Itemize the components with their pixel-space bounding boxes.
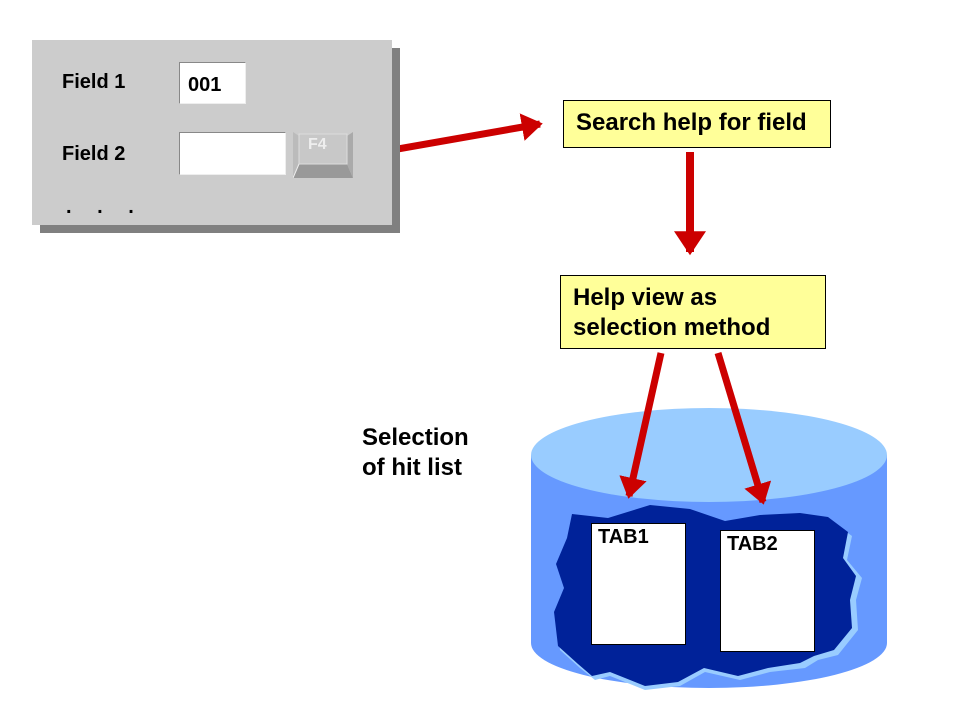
hit-list-line2: of hit list bbox=[362, 454, 462, 481]
keycap-icon bbox=[293, 132, 353, 178]
field2-label: Field 2 bbox=[62, 143, 126, 165]
database-cylinder bbox=[531, 408, 887, 690]
field1-label: Field 1 bbox=[62, 71, 126, 93]
search-help-label: Search help for field bbox=[576, 109, 807, 136]
more-fields-indicator: . . . bbox=[66, 196, 144, 218]
help-view-line1: Help view as bbox=[573, 284, 718, 311]
f4-key-label: F4 bbox=[308, 136, 327, 153]
table-tab2: TAB2 bbox=[720, 530, 815, 652]
help-view-line2: selection method bbox=[573, 314, 771, 341]
arrow-help-view-to-tab2 bbox=[714, 351, 772, 505]
hit-list-caption: Selection of hit list bbox=[362, 423, 469, 483]
table-name: TAB2 bbox=[727, 533, 778, 555]
cylinder-top bbox=[531, 408, 887, 502]
table-name: TAB1 bbox=[598, 526, 649, 548]
hit-list-line1: Selection bbox=[362, 424, 469, 451]
f4-key-button[interactable]: F4 bbox=[293, 132, 353, 178]
table-tab1: TAB1 bbox=[591, 523, 686, 645]
field1-input[interactable]: 001 bbox=[179, 62, 246, 104]
arrow-help-view-to-tab1 bbox=[619, 352, 665, 499]
help-view-box: Help view as selection method bbox=[560, 275, 826, 349]
field2-input[interactable] bbox=[179, 132, 286, 175]
search-help-box: Search help for field bbox=[563, 100, 831, 148]
